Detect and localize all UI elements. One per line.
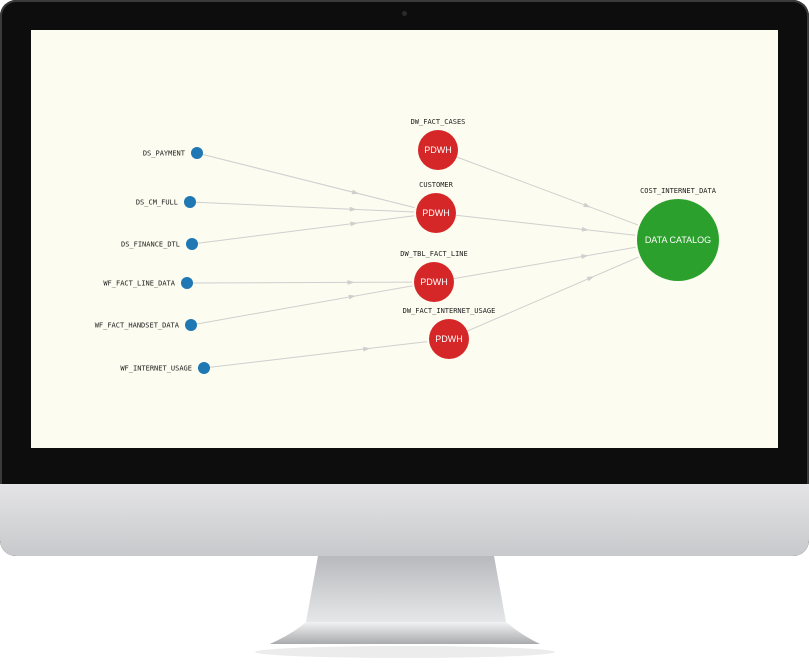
edges	[192, 153, 639, 368]
source-node-label: DS_PAYMENT	[143, 150, 186, 158]
pdwh-node-label: PDWH	[435, 334, 463, 344]
pdwh-node[interactable]	[416, 193, 456, 233]
edge-arrow	[349, 206, 357, 212]
source-node[interactable]	[184, 196, 196, 208]
edge-arrow	[586, 276, 595, 282]
edge-s3-m2	[192, 281, 413, 284]
pdwh-node-title: DW_TBL_FACT_LINE	[400, 250, 467, 258]
edge-arrow	[348, 294, 356, 300]
edge-arrow	[350, 221, 358, 227]
source-node-label: DS_CM_FULL	[136, 199, 178, 207]
edge-arrow	[581, 254, 589, 259]
edge-s1-m1	[195, 201, 415, 213]
monitor-stand	[255, 556, 555, 658]
edge-arrow	[347, 279, 355, 285]
monitor-bezel: DS_PAYMENT DS_CM_FULL DS_FINANCE_DTL WF_FAC…	[0, 0, 809, 556]
pdwh-node-label: PDWH	[422, 208, 450, 218]
edge-arrow	[362, 346, 371, 352]
lineage-graph: DS_PAYMENT DS_CM_FULL DS_FINANCE_DTL WF_FAC…	[95, 118, 719, 374]
pdwh-node-title: DW_FACT_CASES	[411, 118, 466, 126]
edge-arrow	[581, 226, 590, 232]
edge-m1-t	[455, 214, 636, 236]
source-node[interactable]	[185, 319, 197, 331]
edge-m3-t	[467, 256, 639, 332]
pdwh-node[interactable]	[418, 130, 458, 170]
edge-arrow	[583, 202, 591, 208]
nodes: DS_PAYMENT DS_CM_FULL DS_FINANCE_DTL WF_FAC…	[95, 118, 719, 374]
edge-m2-t	[453, 246, 636, 280]
pdwh-node[interactable]	[429, 319, 469, 359]
pdwh-node-title: DW_FACT_INTERNET_USAGE	[403, 307, 496, 315]
screen: DS_PAYMENT DS_CM_FULL DS_FINANCE_DTL WF_FAC…	[31, 30, 778, 448]
pdwh-node[interactable]	[414, 262, 454, 302]
edge-arrow	[351, 189, 360, 195]
pdwh-node-label: PDWH	[420, 277, 448, 287]
edge-s4-m2	[196, 285, 413, 325]
edge-s5-m3	[209, 341, 428, 368]
source-node[interactable]	[181, 277, 193, 289]
data-catalog-node[interactable]	[637, 199, 719, 281]
source-node-label: WF_FACT_HANDSET_DATA	[95, 322, 180, 330]
source-node-label: WF_FACT_LINE_DATA	[103, 280, 175, 288]
camera	[402, 11, 407, 16]
pdwh-node-label: PDWH	[424, 145, 452, 155]
catalog-node-title: COST_INTERNET_DATA	[640, 187, 717, 195]
edge-s2-m1	[197, 215, 415, 244]
source-node[interactable]	[191, 147, 203, 159]
edge-m0-t	[456, 156, 638, 226]
source-node-label: DS_FINANCE_DTL	[121, 241, 180, 249]
source-node[interactable]	[198, 362, 210, 374]
edge-s0-m1	[202, 153, 415, 209]
pdwh-node-title: CUSTOMER	[419, 181, 454, 189]
source-node[interactable]	[186, 238, 198, 250]
data-catalog-node-label: DATA CATALOG	[645, 235, 711, 245]
monitor-chin	[0, 484, 809, 556]
source-node-label: WF_INTERNET_USAGE	[120, 365, 192, 373]
